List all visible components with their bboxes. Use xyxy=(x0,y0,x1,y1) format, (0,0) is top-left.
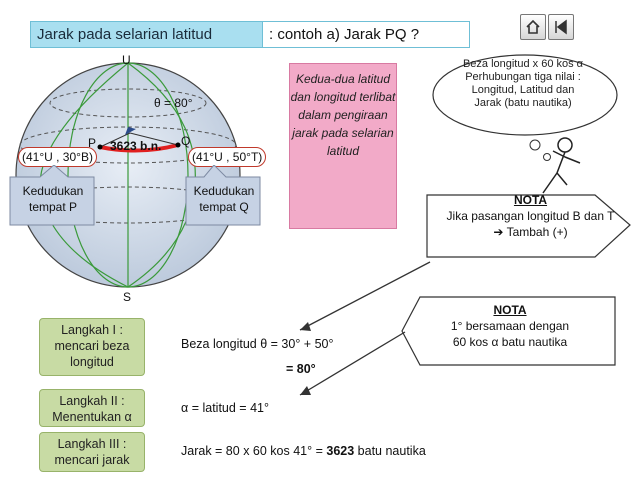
nota-middle-shape xyxy=(401,296,616,366)
home-icon xyxy=(526,19,540,34)
step-2-calc: α = latitud = 41° xyxy=(181,401,269,415)
callout-shapes xyxy=(9,165,261,226)
distance-label: 3623 b.n. xyxy=(110,139,162,153)
globe-diagram xyxy=(15,62,241,288)
nota-middle-title: NOTA xyxy=(493,303,527,317)
right-arrow-icon: ➔ xyxy=(493,225,504,239)
callout-p: Kedudukan tempat P xyxy=(22,184,84,214)
step-1-box: Langkah I : mencari beza longitud xyxy=(39,318,145,376)
nota-middle-line-1: 1° bersamaan dengan xyxy=(450,319,570,333)
step-1-result: = 80° xyxy=(286,362,316,376)
q-coordinate: (41°U , 50°T) xyxy=(188,147,267,167)
p-coordinate: (41°U , 30°B) xyxy=(18,147,97,167)
point-p-label: P xyxy=(88,136,97,150)
nota-middle-line-2: 60 kos α batu nautika xyxy=(452,335,568,349)
nota-right-line-2-text: Tambah (+) xyxy=(506,225,568,239)
nota-right-title: NOTA xyxy=(513,193,548,207)
nota-right-line-1: Jika pasangan longitud B dan T xyxy=(446,209,615,223)
step-1-calc: Beza longitud θ = 30° + 50° xyxy=(181,337,334,351)
cloud-line-4: Jarak (batu nautika) xyxy=(474,97,572,109)
nota-right-line-2: ➔ Tambah (+) xyxy=(428,224,633,240)
nota-right-shape xyxy=(426,194,631,258)
nota-middle: NOTA 1° bersamaan dengan 60 kos α batu n… xyxy=(410,302,610,350)
step-3-unit: batu nautika xyxy=(354,444,426,458)
home-button[interactable] xyxy=(520,14,546,40)
nota-right: NOTA Jika pasangan longitud B dan T ➔ Ta… xyxy=(428,192,633,240)
back-button[interactable] xyxy=(548,14,574,40)
callout-q: Kedudukan tempat Q xyxy=(193,184,255,214)
back-arrow-icon xyxy=(555,19,567,35)
example-subtitle: : contoh a) Jarak PQ ? xyxy=(262,21,470,48)
cloud-line-2: Perhubungan tiga nilai : xyxy=(465,71,581,83)
angle-label: θ = 80° xyxy=(154,96,193,110)
thinking-cloud xyxy=(432,54,618,194)
point-q-label: Q xyxy=(181,134,191,148)
pink-note: Kedua-dua latitud dan longitud terlibat … xyxy=(289,63,397,229)
step-3-box: Langkah III : mencari jarak xyxy=(39,432,145,472)
cloud-line-3: Longitud, Latitud dan xyxy=(471,84,575,96)
step-3-result: 3623 xyxy=(326,444,355,458)
cloud-line-1: Beza longitud x 60 kos α xyxy=(462,58,584,70)
step-2-box: Langkah II : Menentukan α xyxy=(39,389,145,427)
south-label: S xyxy=(123,290,132,304)
page-title: Jarak pada selarian latitud xyxy=(30,21,263,48)
cloud-text: Beza longitud x 60 kos α Perhubungan tig… xyxy=(434,58,612,110)
step-3-formula: Jarak = 80 x 60 kos 41° = xyxy=(181,444,327,458)
north-label: U xyxy=(122,53,131,67)
step-3-calc: Jarak = 80 x 60 kos 41° = 3623 batu naut… xyxy=(181,444,426,458)
